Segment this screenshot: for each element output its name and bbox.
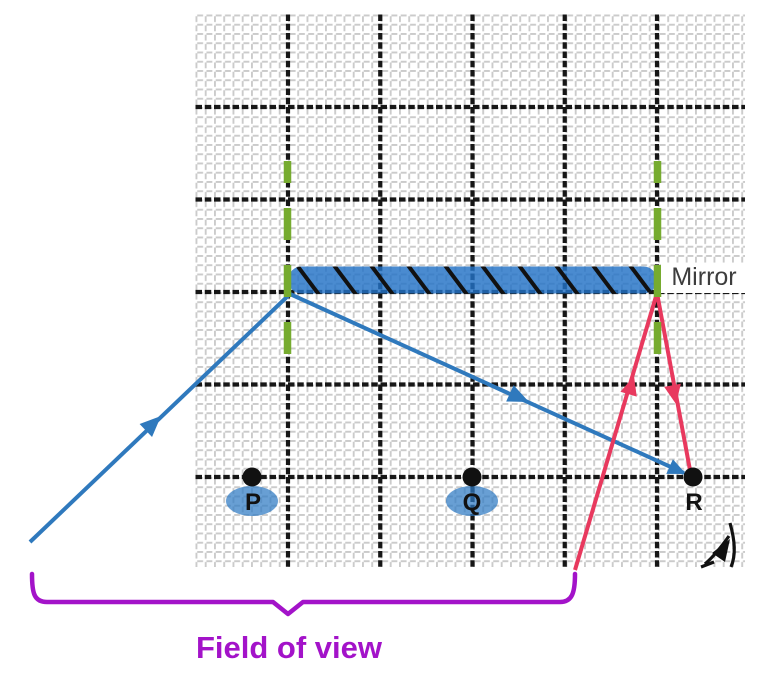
point-q-dot [462, 467, 482, 487]
mirror-glass [288, 266, 657, 294]
point-r-label: R [685, 489, 702, 516]
sightline-ray-red [573, 292, 659, 571]
reflected-ray-blue-arrowhead [506, 385, 529, 402]
point-p-label: P [245, 489, 261, 516]
point-q-highlight [446, 486, 498, 516]
reflected-ray-red [655, 292, 692, 471]
mirror-label: Mirror [661, 263, 748, 293]
sightline-ray-red-arrowhead [620, 376, 637, 397]
mirror-hatching [294, 266, 655, 294]
mirror-bar [288, 266, 657, 294]
eye-icon [700, 522, 736, 569]
field-of-view-label: Field of view [196, 630, 383, 665]
mirror-label-text: Mirror [671, 263, 736, 291]
incident-ray-blue-arrowhead [139, 416, 161, 438]
mirror-label-box [661, 263, 748, 293]
point-r-dot [683, 467, 703, 487]
point-p-dot [242, 467, 262, 487]
point-p-highlight [226, 486, 278, 516]
point-q-label: Q [463, 489, 482, 516]
field-of-view-brace [29, 571, 578, 617]
reflected-ray-red-arrowhead [664, 383, 681, 404]
reflected-ray-blue [289, 292, 685, 475]
reflected-ray-blue-end-arrowhead [666, 459, 686, 474]
